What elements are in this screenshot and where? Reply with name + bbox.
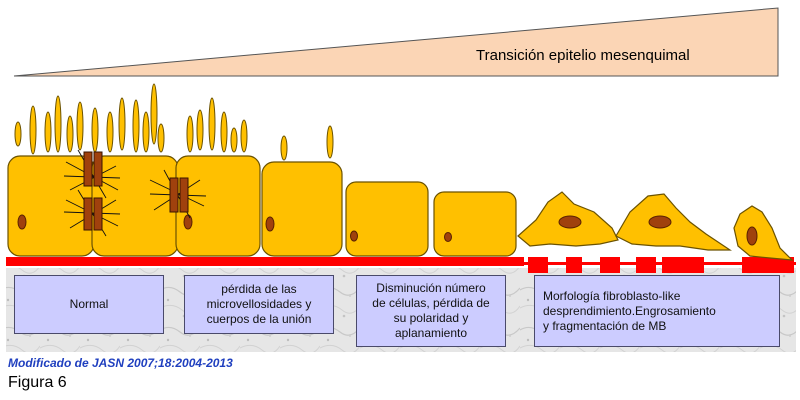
figure-label: Figura 6	[8, 374, 67, 391]
columnar-cells	[7, 155, 261, 257]
junction-plaques	[83, 151, 189, 231]
nuclei	[17, 214, 758, 246]
diagram-title: Transición epitelio mesenquimal	[476, 47, 690, 64]
stage-label-fibroblast-like: Morfología fibroblasto-like desprendimie…	[534, 275, 780, 347]
basement-membrane	[6, 257, 796, 273]
flattening-cells	[261, 161, 517, 257]
stage-label-normal: Normal	[14, 275, 164, 334]
stage-label-loss-microvilli: pérdida de las microvellosidades y cuerp…	[184, 275, 334, 334]
emt-progression-wedge	[13, 7, 779, 77]
source-credit: Modificado de JASN 2007;18:2004-2013	[8, 356, 233, 370]
microvilli	[14, 83, 334, 161]
stage-label-flattening: Disminución número de células, pérdida d…	[356, 275, 506, 347]
